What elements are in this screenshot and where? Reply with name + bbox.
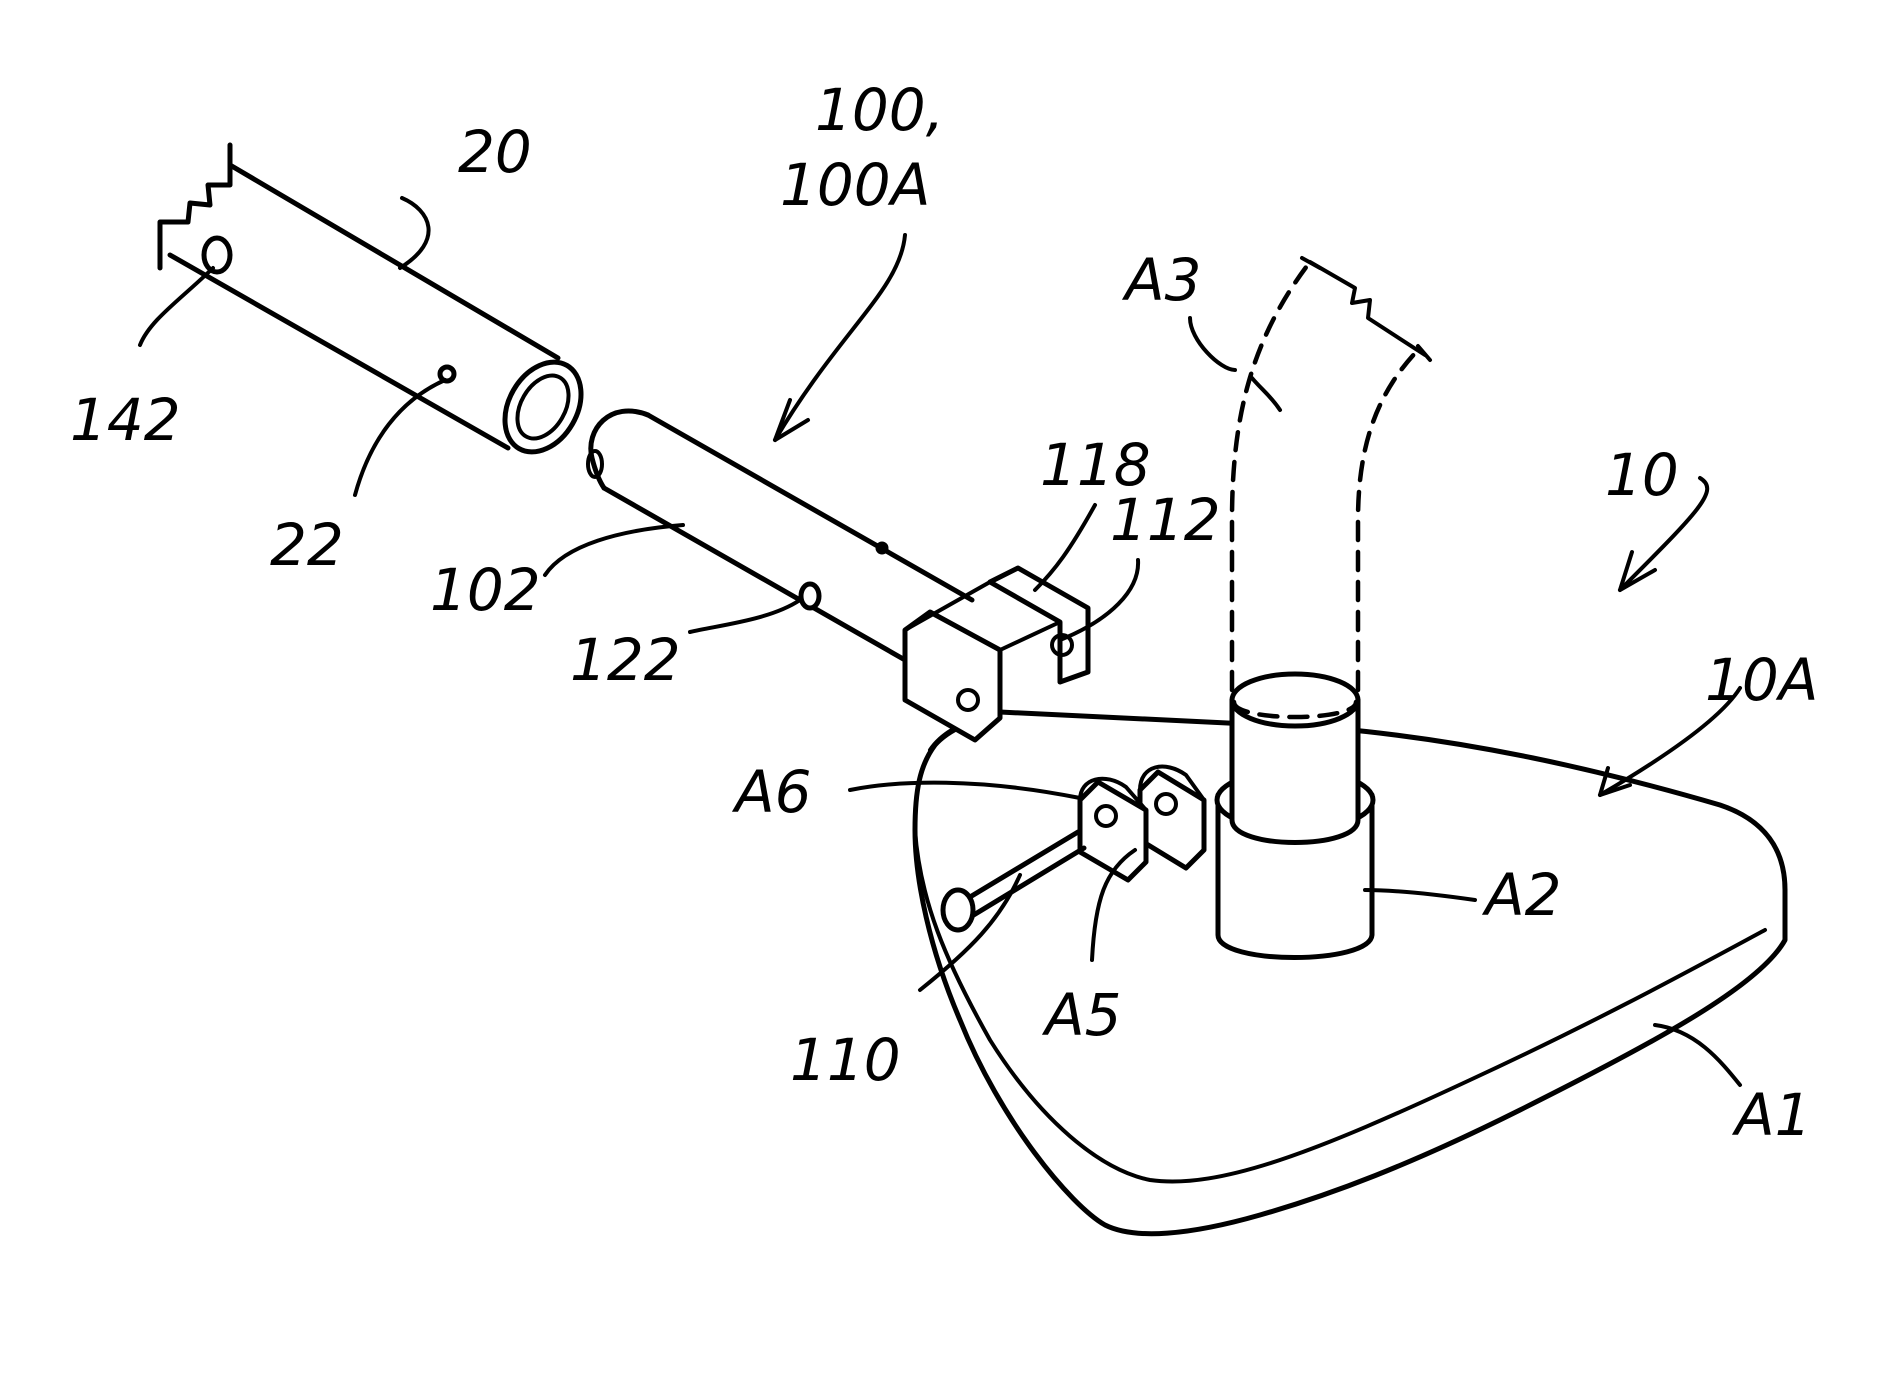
tab-a6 — [1080, 779, 1146, 880]
label-100: 100, — [815, 76, 944, 144]
tube-a3-phantom — [1232, 258, 1430, 690]
label-22: 22 — [270, 511, 344, 579]
label-10a: 10A — [1705, 646, 1818, 714]
label-102: 102 — [430, 556, 541, 624]
pin-110 — [943, 832, 1084, 930]
label-a6: A6 — [731, 758, 812, 826]
reference-labels: 20 142 22 100, 100A 102 122 118 112 A3 1… — [70, 76, 1818, 1149]
label-110: 110 — [790, 1026, 901, 1094]
label-a5: A5 — [1041, 981, 1122, 1049]
label-10: 10 — [1605, 441, 1679, 509]
label-a3: A3 — [1121, 246, 1202, 314]
handle-tube-20 — [160, 145, 596, 466]
label-122: 122 — [570, 626, 681, 694]
label-100a: 100A — [780, 151, 930, 219]
label-a2: A2 — [1481, 861, 1562, 929]
tab-a5 — [1140, 767, 1204, 868]
label-112: 112 — [1110, 486, 1221, 554]
label-142: 142 — [70, 386, 181, 454]
label-20: 20 — [458, 118, 532, 186]
label-a1: A1 — [1731, 1081, 1812, 1149]
tube-a3-insert — [1232, 674, 1358, 843]
